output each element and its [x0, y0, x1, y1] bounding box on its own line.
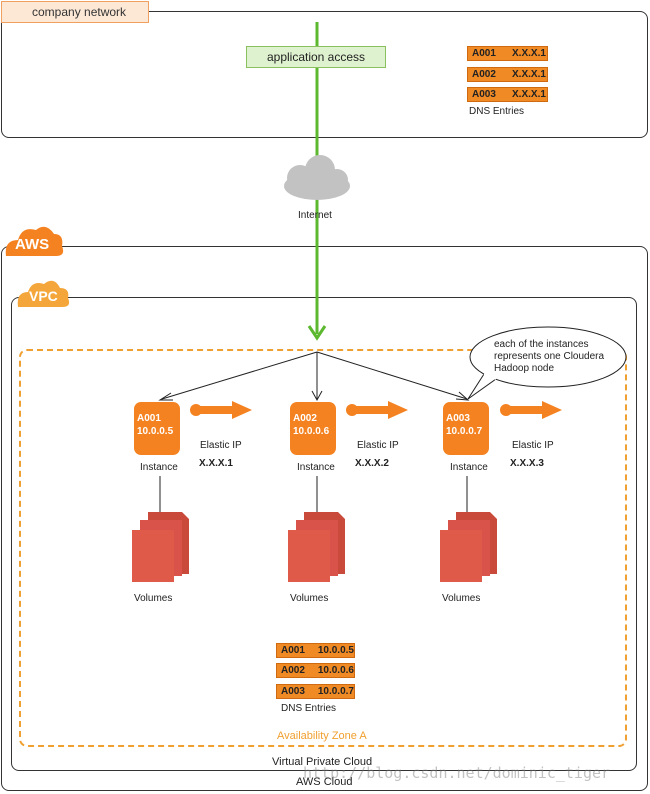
dns-entry-value: 10.0.0.6: [317, 665, 354, 676]
instance-ip: 10.0.0.6: [293, 426, 330, 437]
dns-entries-caption: DNS Entries: [469, 106, 525, 117]
dns-entry-name: A003: [281, 686, 305, 697]
company-network-boundary: [1, 11, 648, 138]
elastic-ip-arrow-icon: [500, 401, 562, 419]
dns-entry-row: A002 X.X.X.1: [467, 67, 548, 82]
internal-dns-caption: DNS Entries: [281, 703, 337, 714]
dns-entry-value: 10.0.0.5: [317, 645, 354, 656]
instance-label: Instance: [140, 462, 178, 473]
aws-tag: AWS: [15, 236, 50, 253]
elastic-ip-value: X.X.X.2: [355, 458, 389, 469]
elastic-ip-value: X.X.X.1: [199, 458, 233, 469]
aws-cloud-caption: AWS Cloud: [296, 776, 353, 788]
instance-id: A003: [446, 413, 470, 424]
internal-dns-row: A003 10.0.0.7: [276, 684, 355, 699]
dns-entry-value: X.X.X.1: [512, 89, 546, 100]
watermark: http://blog.csdn.net/dominic_tiger: [303, 764, 611, 782]
dns-entry-name: A003: [472, 89, 496, 100]
instance-label: Instance: [297, 462, 335, 473]
application-access-box: application access: [246, 46, 386, 68]
instance-id: A002: [293, 413, 317, 424]
internet-cloud-icon: [284, 155, 350, 200]
instance-ip: 10.0.0.7: [446, 426, 483, 437]
instance-ip: 10.0.0.5: [137, 426, 174, 437]
elastic-ip-arrow-icon: [346, 401, 408, 419]
application-access-arrowhead: [307, 325, 327, 341]
elastic-ip-label: Elastic IP: [200, 440, 242, 451]
instance-label: Instance: [450, 462, 488, 473]
elastic-ip-label: Elastic IP: [512, 440, 554, 451]
internal-dns-row: A001 10.0.0.5: [276, 643, 355, 658]
instance-id: A001: [137, 413, 161, 424]
dns-entry-row: A001 X.X.X.1: [467, 46, 548, 61]
dns-entry-name: A001: [472, 48, 496, 59]
instance-a002: A002 10.0.0.6: [290, 402, 336, 455]
callout-text: each of the instances represents one Clo…: [494, 339, 605, 374]
volumes-icon: [288, 512, 345, 582]
aws-cloud-badge-icon: [5, 226, 64, 256]
availability-zone-boundary: [19, 349, 627, 747]
dns-entry-value: X.X.X.1: [512, 48, 546, 59]
vpc-boundary: [11, 297, 637, 771]
volumes-icon: [132, 512, 189, 582]
internet-label: Internet: [298, 210, 332, 221]
dns-entry-row: A003 X.X.X.1: [467, 87, 548, 102]
dns-entry-value: X.X.X.1: [512, 69, 546, 80]
availability-zone-label: Availability Zone A: [277, 730, 367, 742]
elastic-ip-value: X.X.X.3: [510, 458, 544, 469]
vpc-caption: Virtual Private Cloud: [272, 756, 373, 768]
route-to-a001: [161, 351, 318, 400]
route-to-a003: [316, 351, 468, 400]
vpc-tag: VPC: [29, 288, 58, 304]
volumes-label: Volumes: [134, 593, 173, 604]
instance-a003: A003 10.0.0.7: [443, 402, 489, 455]
company-network-tag: company network: [1, 1, 149, 23]
dns-entry-value: 10.0.0.7: [317, 686, 354, 697]
volumes-icon: [440, 512, 497, 582]
callout-bubble: [467, 326, 627, 400]
volumes-label: Volumes: [290, 593, 329, 604]
dns-entry-name: A002: [281, 665, 305, 676]
internal-dns-row: A002 10.0.0.6: [276, 663, 355, 678]
elastic-ip-label: Elastic IP: [357, 440, 399, 451]
elastic-ip-arrow-icon: [190, 401, 252, 419]
dns-entry-name: A002: [472, 69, 496, 80]
volumes-label: Volumes: [442, 593, 481, 604]
dns-entry-name: A001: [281, 645, 305, 656]
vpc-cloud-badge-icon: [17, 280, 70, 307]
aws-cloud-boundary: [1, 246, 648, 791]
instance-a001: A001 10.0.0.5: [134, 402, 180, 455]
